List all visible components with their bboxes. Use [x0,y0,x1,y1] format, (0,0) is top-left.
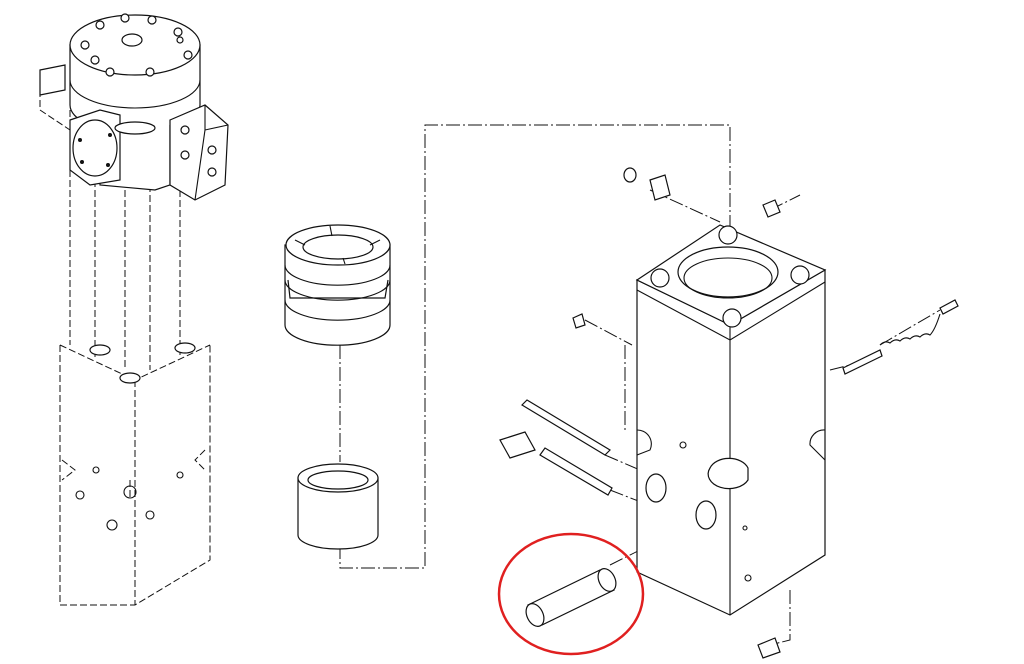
highlight-circle [497,532,645,656]
sleeve-bushing [297,463,379,550]
valve-housing-block [635,224,827,616]
assembly-axis-line [339,124,731,569]
highlighted-dowel-pin [525,568,617,627]
bolt-heads [80,13,193,77]
main-assembly [39,13,229,606]
piston-seal-ring [284,224,391,346]
small-parts [499,167,959,659]
